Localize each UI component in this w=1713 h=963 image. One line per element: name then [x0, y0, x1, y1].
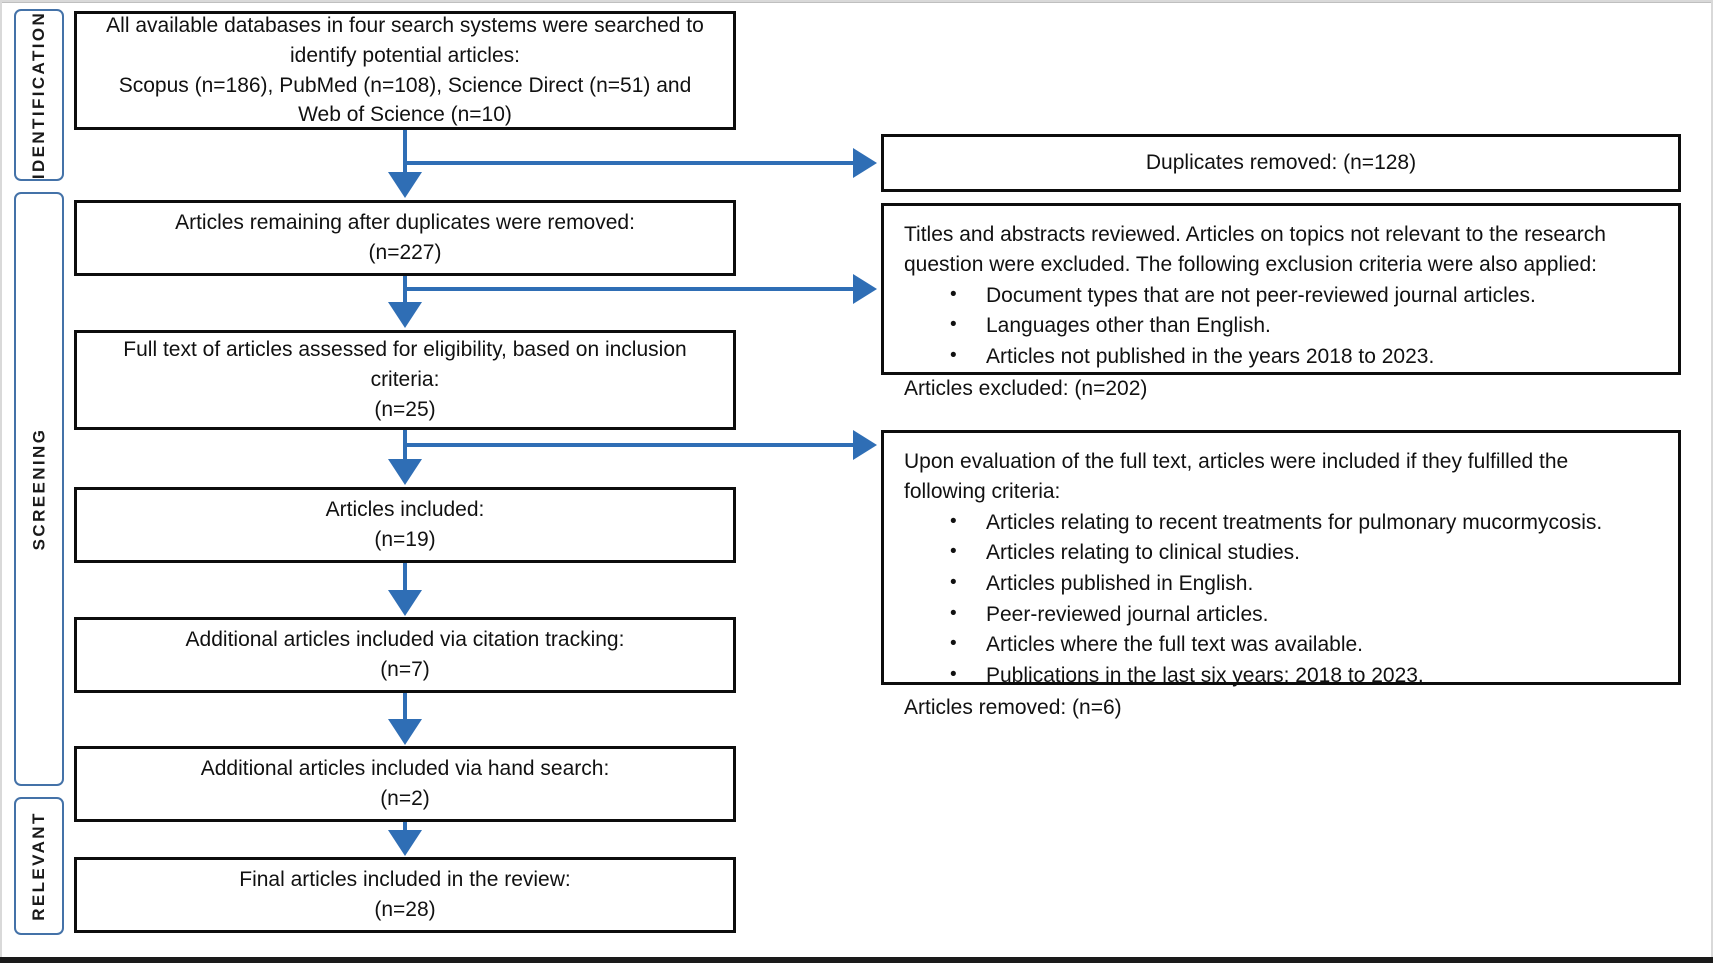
hand-search-line-1: Additional articles included via hand se…	[200, 757, 610, 781]
connector-included-down	[403, 563, 407, 597]
list-item: • Articles relating to clinical studies.	[950, 538, 1662, 569]
phase-identification: IDENTIFICATION	[14, 9, 64, 181]
phase-relevant: RELEVANT	[14, 797, 64, 935]
inclusion-criteria-list: • Articles relating to recent treatments…	[904, 508, 1662, 692]
search-line-3: Scopus (n=186), PubMed (n=108), Science …	[118, 73, 692, 97]
bullet-icon: •	[950, 314, 957, 336]
search-line-1: All available databases in four search s…	[106, 13, 704, 37]
connector-handsearch-down	[403, 822, 407, 836]
box-search-results: All available databases in four search s…	[74, 11, 736, 130]
connector-search-branch-right	[403, 161, 853, 165]
after-duplicates-line-2: (n=227)	[368, 241, 442, 264]
bullet-icon: •	[950, 344, 957, 366]
exclusion-footer: Articles excluded: (n=202)	[904, 376, 1148, 400]
list-item-label: Articles published in English.	[986, 571, 1254, 595]
list-item-label: Articles relating to recent treatments f…	[986, 510, 1603, 534]
phase-relevant-label: RELEVANT	[29, 811, 48, 921]
box-exclusion-criteria: Titles and abstracts reviewed. Articles …	[881, 203, 1681, 400]
box-citation-tracking: Additional articles included via citatio…	[74, 617, 736, 693]
bullet-icon: •	[950, 541, 957, 563]
after-duplicates-line-1: Articles remaining after duplicates were…	[175, 211, 635, 235]
list-item: • Languages other than English.	[950, 311, 1662, 342]
arrow-down-icon	[388, 830, 422, 856]
citation-tracking-line-2: (n=7)	[380, 658, 430, 681]
list-item-label: Languages other than English.	[986, 314, 1271, 338]
list-item-label: Publications in the last six years: 2018…	[986, 663, 1424, 687]
bullet-icon: •	[950, 571, 957, 593]
final-included-line-2: (n=28)	[374, 898, 436, 921]
final-included-line-1: Final articles included in the review:	[239, 868, 571, 892]
connector-citation-down	[403, 693, 407, 725]
box-hand-search: Additional articles included via hand se…	[74, 746, 736, 822]
list-item: • Articles where the full text was avail…	[950, 630, 1662, 661]
full-text-line-2: criteria:	[370, 368, 440, 392]
full-text-line-1: Full text of articles assessed for eligi…	[123, 338, 687, 362]
list-item-label: Articles relating to clinical studies.	[986, 541, 1300, 565]
hand-search-line-2: (n=2)	[380, 787, 430, 810]
box-after-duplicates: Articles remaining after duplicates were…	[74, 200, 736, 276]
bullet-icon: •	[950, 663, 957, 685]
inclusion-footer: Articles removed: (n=6)	[904, 695, 1122, 719]
connector-fulltext-down	[403, 430, 407, 480]
list-item-label: Peer-reviewed journal articles.	[986, 602, 1269, 626]
articles-included-line-1: Articles included:	[325, 498, 485, 522]
inclusion-intro-line-2: following criteria:	[904, 479, 1061, 503]
search-line-2: identify potential articles:	[290, 43, 520, 67]
list-item-label: Document types that are not peer-reviewe…	[986, 283, 1536, 307]
arrow-right-icon	[853, 148, 877, 178]
phase-identification-label: IDENTIFICATION	[29, 10, 48, 180]
list-item-label: Articles not published in the years 2018…	[986, 344, 1435, 368]
arrow-down-icon	[388, 302, 422, 328]
articles-included-line-2: (n=19)	[374, 528, 436, 551]
list-item: • Articles not published in the years 20…	[950, 342, 1662, 373]
phase-screening: SCREENING	[14, 192, 64, 786]
bottom-rule	[0, 957, 1713, 963]
arrow-right-icon	[853, 274, 877, 304]
box-articles-included: Articles included: (n=19)	[74, 487, 736, 563]
list-item: • Document types that are not peer-revie…	[950, 281, 1662, 312]
inclusion-intro-line-1: Upon evaluation of the full text, articl…	[904, 450, 1569, 473]
box-inclusion-criteria: Upon evaluation of the full text, articl…	[881, 430, 1681, 719]
list-item: • Publications in the last six years: 20…	[950, 661, 1662, 692]
connector-duplicates-down	[403, 276, 407, 324]
arrow-down-icon	[388, 590, 422, 616]
full-text-line-3: (n=25)	[374, 397, 436, 421]
list-item: • Peer-reviewed journal articles.	[950, 600, 1662, 631]
exclusion-intro-line-2: question were excluded. The following ex…	[904, 252, 1597, 276]
bullet-icon: •	[950, 283, 957, 305]
exclusion-intro-line-1: Titles and abstracts reviewed. Articles …	[904, 223, 1606, 246]
search-line-4: Web of Science (n=10)	[298, 103, 512, 127]
box-full-text-assessed: Full text of articles assessed for eligi…	[74, 330, 736, 430]
arrow-down-icon	[388, 719, 422, 745]
arrow-right-icon	[853, 430, 877, 460]
exclusion-criteria-list: • Document types that are not peer-revie…	[904, 281, 1662, 373]
arrow-down-icon	[388, 172, 422, 198]
box-duplicates-removed: Duplicates removed: (n=128)	[881, 134, 1681, 192]
citation-tracking-line-1: Additional articles included via citatio…	[185, 628, 625, 652]
connector-duplicates-branch-right	[403, 287, 853, 291]
list-item-label: Articles where the full text was availab…	[986, 633, 1364, 657]
top-rule	[0, 0, 1713, 3]
arrow-down-icon	[388, 459, 422, 485]
bullet-icon: •	[950, 633, 957, 655]
box-final-included: Final articles included in the review: (…	[74, 857, 736, 933]
phase-screening-label: SCREENING	[29, 427, 49, 551]
connector-fulltext-branch-right	[403, 443, 853, 447]
connector-search-down	[403, 130, 407, 174]
list-item: • Articles relating to recent treatments…	[950, 508, 1662, 539]
bullet-icon: •	[950, 602, 957, 624]
duplicates-removed-text: Duplicates removed: (n=128)	[1145, 151, 1417, 175]
list-item: • Articles published in English.	[950, 569, 1662, 600]
bullet-icon: •	[950, 510, 957, 532]
